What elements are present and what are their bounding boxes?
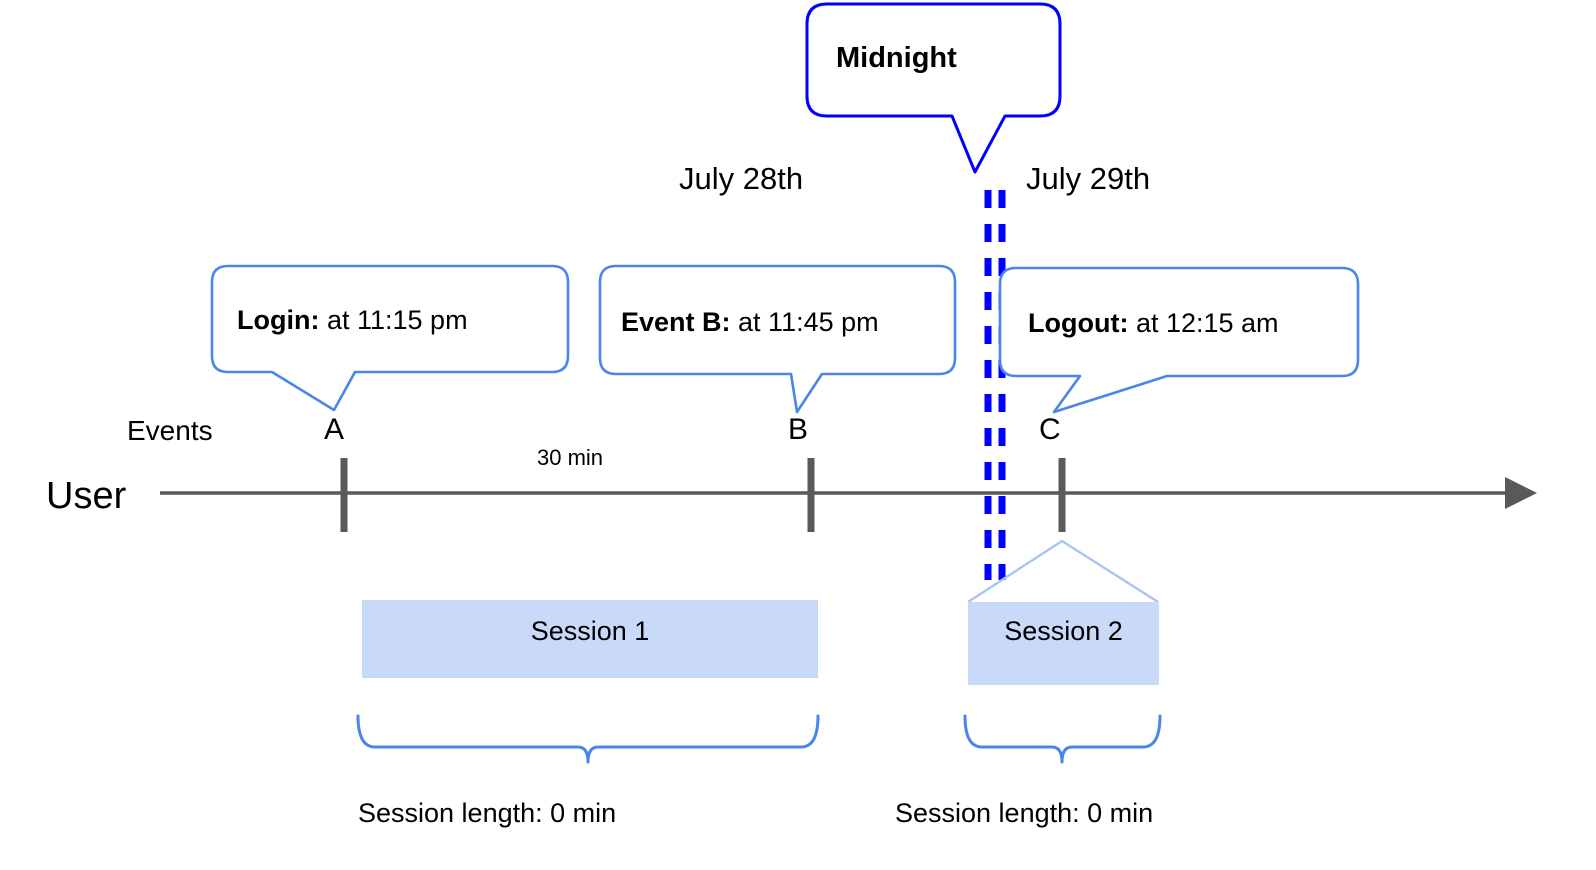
interval-label-30-min: 30 min [537,445,604,470]
event-tick-label-b: B [788,413,809,446]
login-callout-outline [210,264,570,412]
logout-callout-label: Logout: at 12:15 am [1028,310,1279,337]
event-tick-label-a: A [324,413,345,446]
event-tick-marks [340,458,1066,532]
session-2-bar[interactable] [968,602,1159,685]
session-1-brace [356,714,820,764]
session-bars [362,600,1159,685]
midnight-callout-label: Midnight [836,42,957,74]
event-tick-label-c: C [1039,413,1061,446]
session-2-fan-lines [967,539,1159,604]
timeline-axis [160,477,1537,509]
eventb-callout-shape[interactable] [598,264,957,414]
eventb-callout-label-bold: Event B: [621,307,731,337]
session-1-bar[interactable] [362,600,818,678]
session-1-length-label: Session length: 0 min [358,798,617,828]
login-callout-label: Login: at 11:15 pm [237,307,468,334]
login-callout-label-bold: Login: [237,305,320,335]
timeline-axis-arrowhead [1505,477,1537,509]
session-2-connector-fan [967,539,1159,604]
eventb-callout-label-rest: at 11:45 pm [730,307,879,337]
logout-callout-outline [998,266,1360,414]
session-1-label: Session 1 [530,616,650,646]
midnight-callout-outline [805,2,1062,174]
login-callout-shape[interactable] [210,264,570,412]
midnight-dashed-lines [984,190,1006,580]
eventb-callout-outline [598,264,957,414]
date-label-july-29: July 29th [1026,161,1151,196]
user-row-label: User [46,475,127,517]
date-label-july-28: July 28th [679,161,804,196]
login-callout-label-rest: at 11:15 pm [319,305,468,335]
midnight-callout-shape[interactable] [805,2,1062,174]
logout-callout-label-rest: at 12:15 am [1128,308,1279,338]
eventb-callout-label: Event B: at 11:45 pm [621,309,879,336]
events-row-label: Events [127,415,213,446]
logout-callout-label-bold: Logout: [1028,308,1129,338]
session-length-braces [356,714,1162,764]
session-2-brace [963,714,1162,764]
session-2-length-label: Session length: 0 min [895,798,1154,828]
logout-callout-shape[interactable] [998,266,1360,414]
session-2-label: Session 2 [1004,616,1123,646]
